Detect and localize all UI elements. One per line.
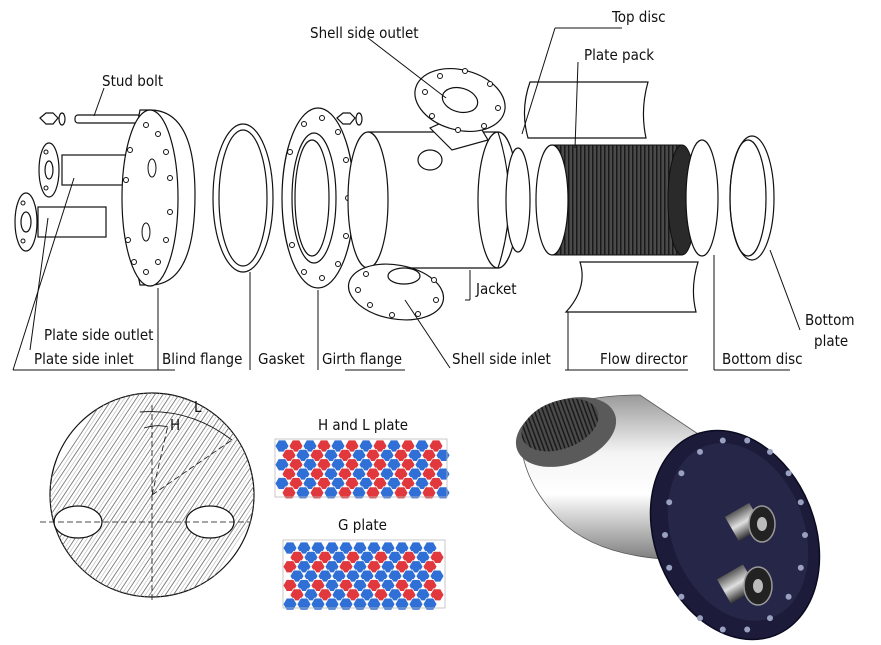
h-and-l-plate-pattern xyxy=(274,438,451,500)
bottom-disc xyxy=(685,139,719,257)
plate-side-outlet-nozzle xyxy=(38,142,127,198)
label-plate-side-inlet: Plate side inlet xyxy=(34,350,134,368)
label-bottom-plate-2: plate xyxy=(814,332,848,350)
label-gasket: Gasket xyxy=(258,350,305,368)
label-shell-side-inlet: Shell side inlet xyxy=(452,350,551,368)
nut-and-washer-left xyxy=(39,112,66,126)
nut-and-washer-right xyxy=(336,112,363,126)
gasket xyxy=(212,123,274,273)
leader-lines xyxy=(12,27,801,371)
plate-pack xyxy=(535,144,697,256)
assembled-exchanger-render xyxy=(515,394,821,641)
label-stud-bolt: Stud bolt xyxy=(102,72,163,90)
top-disc-director xyxy=(523,81,649,139)
shell-side-inlet-flange xyxy=(347,263,445,321)
end-disc xyxy=(505,147,531,253)
flow-director xyxy=(564,261,699,313)
label-blind-flange: Blind flange xyxy=(162,350,242,368)
g-plate-pattern xyxy=(282,539,446,611)
label-plate-pack: Plate pack xyxy=(584,46,654,64)
blind-flange xyxy=(121,109,196,287)
girth-flange xyxy=(281,107,355,289)
shell-side-outlet-flange xyxy=(414,68,506,133)
plate-side-inlet-nozzle xyxy=(14,192,107,252)
label-bottom-plate-1: Bottom xyxy=(805,311,855,329)
label-g-plate: G plate xyxy=(338,516,387,534)
label-h-and-l-plate: H and L plate xyxy=(318,416,408,434)
label-top-disc: Top disc xyxy=(611,8,666,26)
label-girth-flange: Girth flange xyxy=(322,350,402,368)
label-flow-director: Flow director xyxy=(600,350,688,368)
label-plate-side-outlet: Plate side outlet xyxy=(44,326,153,344)
label-bottom-disc: Bottom disc xyxy=(722,350,803,368)
plate-face-drawing xyxy=(40,392,255,600)
label-jacket: Jacket xyxy=(475,280,517,298)
label-shell-side-outlet: Shell side outlet xyxy=(310,24,419,42)
jacket xyxy=(347,109,519,269)
label-L: L xyxy=(194,398,202,416)
bottom-plate xyxy=(729,135,775,261)
stud-bolt xyxy=(74,114,146,124)
label-H: H xyxy=(170,416,180,434)
